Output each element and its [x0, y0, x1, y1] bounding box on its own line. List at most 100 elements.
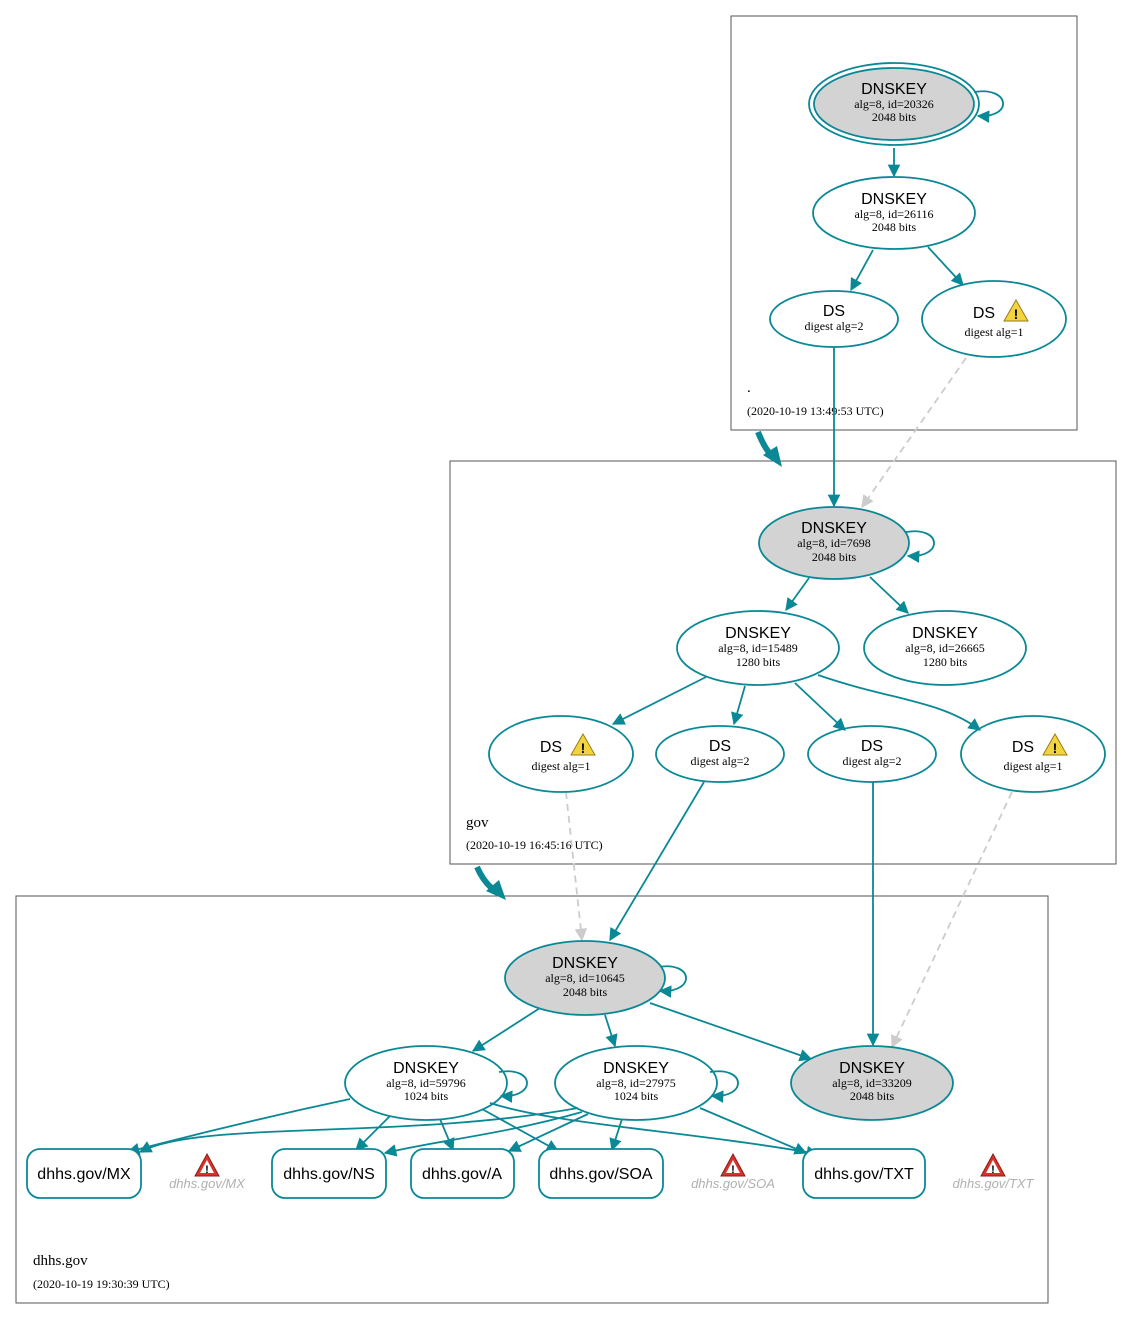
- node-key-info: alg=8, id=27975: [596, 1076, 676, 1090]
- node-key-info: alg=8, id=15489: [718, 641, 798, 655]
- node-key-size: 1024 bits: [614, 1089, 659, 1103]
- node-gov-ds-b[interactable]: DS digest alg=2: [655, 725, 785, 783]
- node-title: DNSKEY: [725, 625, 791, 642]
- node-title: DNSKEY: [861, 81, 927, 98]
- edge-root-ksk-self: [973, 90, 1004, 123]
- node-title: DNSKEY: [861, 191, 927, 208]
- zone-dhhs-timestamp: (2020-10-19 19:30:39 UTC): [33, 1277, 170, 1291]
- edge-dhhs-zsk2-self: [709, 1070, 739, 1103]
- edge-dhhs-zsk2-to-soa: [609, 1118, 623, 1152]
- ghost-txt[interactable]: ! dhhs.gov/TXT: [953, 1152, 1035, 1191]
- node-root-ds-alg1[interactable]: DS ! digest alg=1: [921, 280, 1067, 358]
- edge-dhhs-zsk2-to-ns: [383, 1111, 583, 1157]
- edge-dhhs-zsk2-to-mx: [138, 1107, 579, 1153]
- rrset-label: dhhs.gov/A: [422, 1166, 502, 1183]
- node-dhhs-zsk-27975[interactable]: DNSKEY alg=8, id=27975 1024 bits: [554, 1045, 718, 1121]
- ghost-label: dhhs.gov/MX: [169, 1176, 246, 1191]
- node-title: DNSKEY: [603, 1060, 669, 1077]
- edge-gov-ksk-self: [905, 530, 935, 563]
- rrset-label: dhhs.gov/MX: [37, 1166, 131, 1183]
- svg-text:!: !: [991, 1164, 995, 1176]
- edge-dhhs-zsk1-to-mx: [126, 1098, 351, 1156]
- delegation-root-to-gov-head: [763, 446, 782, 467]
- node-key-info: alg=8, id=26116: [854, 207, 933, 221]
- node-key-size: 1280 bits: [923, 655, 968, 669]
- node-dhhs-zsk-59796[interactable]: DNSKEY alg=8, id=59796 1024 bits: [344, 1045, 508, 1121]
- node-key-size: 2048 bits: [872, 220, 917, 234]
- edge-gov-zsk1-to-ds-b: [731, 685, 746, 726]
- edge-dhhs-ksk-to-zsk2: [604, 1014, 618, 1048]
- zone-gov-timestamp: (2020-10-19 16:45:16 UTC): [466, 838, 603, 852]
- node-title: DS: [861, 738, 883, 755]
- error-icon: !: [194, 1152, 220, 1177]
- node-dhhs-ksk-10645[interactable]: DNSKEY alg=8, id=10645 2048 bits: [504, 940, 666, 1016]
- edge-dhhs-ksk-to-zsk1: [471, 1007, 541, 1052]
- node-key-info: alg=8, id=33209: [832, 1076, 912, 1090]
- node-key-size: 2048 bits: [812, 550, 857, 564]
- node-key-info: alg=8, id=7698: [797, 536, 871, 550]
- node-title: DS: [823, 303, 845, 320]
- svg-text:!: !: [205, 1164, 209, 1176]
- node-key-size: 1024 bits: [404, 1089, 449, 1103]
- node-gov-ksk[interactable]: DNSKEY alg=8, id=7698 2048 bits: [758, 506, 910, 580]
- edge-root-ds1-to-gov-ksk: [861, 357, 967, 509]
- zone-root-name: .: [747, 380, 751, 396]
- rrset-soa[interactable]: dhhs.gov/SOA: [538, 1148, 664, 1199]
- node-digest: digest alg=2: [842, 754, 901, 768]
- edge-gov-ksk-to-zsk1: [785, 577, 810, 612]
- node-digest: digest alg=2: [690, 754, 749, 768]
- rrset-label: dhhs.gov/NS: [283, 1166, 375, 1183]
- warning-icon: !: [570, 732, 596, 756]
- edge-gov-ds-a-to-dhhs-ksk: [565, 791, 588, 942]
- edge-gov-ds-d-to-dhhs-ksk2: [891, 791, 1013, 1049]
- node-root-ds-alg2[interactable]: DS digest alg=2: [769, 290, 899, 348]
- error-icon: !: [980, 1152, 1006, 1177]
- rrset-a[interactable]: dhhs.gov/A: [410, 1148, 515, 1199]
- node-key-info: alg=8, id=20326: [854, 97, 934, 111]
- edge-dhhs-zsk2-to-a: [507, 1113, 589, 1152]
- rrset-mx[interactable]: dhhs.gov/MX: [26, 1148, 142, 1199]
- node-digest: digest alg=1: [1003, 759, 1062, 773]
- node-title: DS: [709, 738, 731, 755]
- node-dhhs-ksk-33209[interactable]: DNSKEY alg=8, id=33209 2048 bits: [790, 1045, 954, 1121]
- ghost-label: dhhs.gov/SOA: [691, 1176, 775, 1191]
- edge-dhhs-zsk1-to-txt: [489, 1102, 820, 1159]
- node-gov-zsk-15489[interactable]: DNSKEY alg=8, id=15489 1280 bits: [676, 610, 840, 686]
- zone-gov-box: [449, 460, 1117, 865]
- node-key-info: alg=8, id=59796: [386, 1076, 466, 1090]
- ghost-mx[interactable]: ! dhhs.gov/MX: [169, 1152, 246, 1191]
- zone-root-box: [730, 15, 1078, 431]
- node-gov-zsk-26665[interactable]: DNSKEY alg=8, id=26665 1280 bits: [863, 610, 1027, 686]
- zone-dhhs-box: [15, 895, 1049, 1304]
- node-title: DNSKEY: [801, 520, 867, 537]
- edge-gov-zsk1-to-ds-d: [817, 674, 982, 731]
- node-digest: digest alg=2: [804, 319, 863, 333]
- edge-dhhs-zsk2-to-txt: [699, 1107, 808, 1155]
- zone-dhhs-name: dhhs.gov: [33, 1253, 88, 1269]
- svg-text:!: !: [1053, 740, 1058, 756]
- edge-dhhs-ksk-self: [657, 965, 687, 998]
- node-gov-ds-a[interactable]: DS ! digest alg=1: [488, 715, 634, 793]
- svg-text:!: !: [731, 1164, 735, 1176]
- ghost-label: dhhs.gov/TXT: [953, 1176, 1035, 1191]
- edge-gov-ds-b-to-dhhs-ksk: [609, 781, 705, 942]
- delegation-gov-to-dhhs-head: [486, 880, 506, 900]
- node-digest: digest alg=1: [964, 325, 1023, 339]
- node-root-ksk[interactable]: DNSKEY alg=8, id=20326 2048 bits: [808, 62, 980, 146]
- node-gov-ds-d[interactable]: DS ! digest alg=1: [960, 715, 1106, 793]
- rrset-txt[interactable]: dhhs.gov/TXT: [802, 1148, 926, 1199]
- node-title: DNSKEY: [912, 625, 978, 642]
- edge-dhhs-zsk1-to-ns: [355, 1115, 391, 1151]
- node-gov-ds-c[interactable]: DS digest alg=2: [807, 725, 937, 783]
- node-key-info: alg=8, id=26665: [905, 641, 985, 655]
- node-key-size: 2048 bits: [872, 110, 917, 124]
- ghost-soa[interactable]: ! dhhs.gov/SOA: [691, 1152, 775, 1191]
- rrset-ns[interactable]: dhhs.gov/NS: [271, 1148, 387, 1199]
- node-root-zsk[interactable]: DNSKEY alg=8, id=26116 2048 bits: [812, 176, 976, 250]
- node-title: DNSKEY: [552, 955, 618, 972]
- edge-gov-zsk1-to-ds-a: [611, 676, 707, 725]
- zone-gov-name: gov: [466, 815, 489, 831]
- node-title: DNSKEY: [393, 1060, 459, 1077]
- svg-text:!: !: [581, 740, 586, 756]
